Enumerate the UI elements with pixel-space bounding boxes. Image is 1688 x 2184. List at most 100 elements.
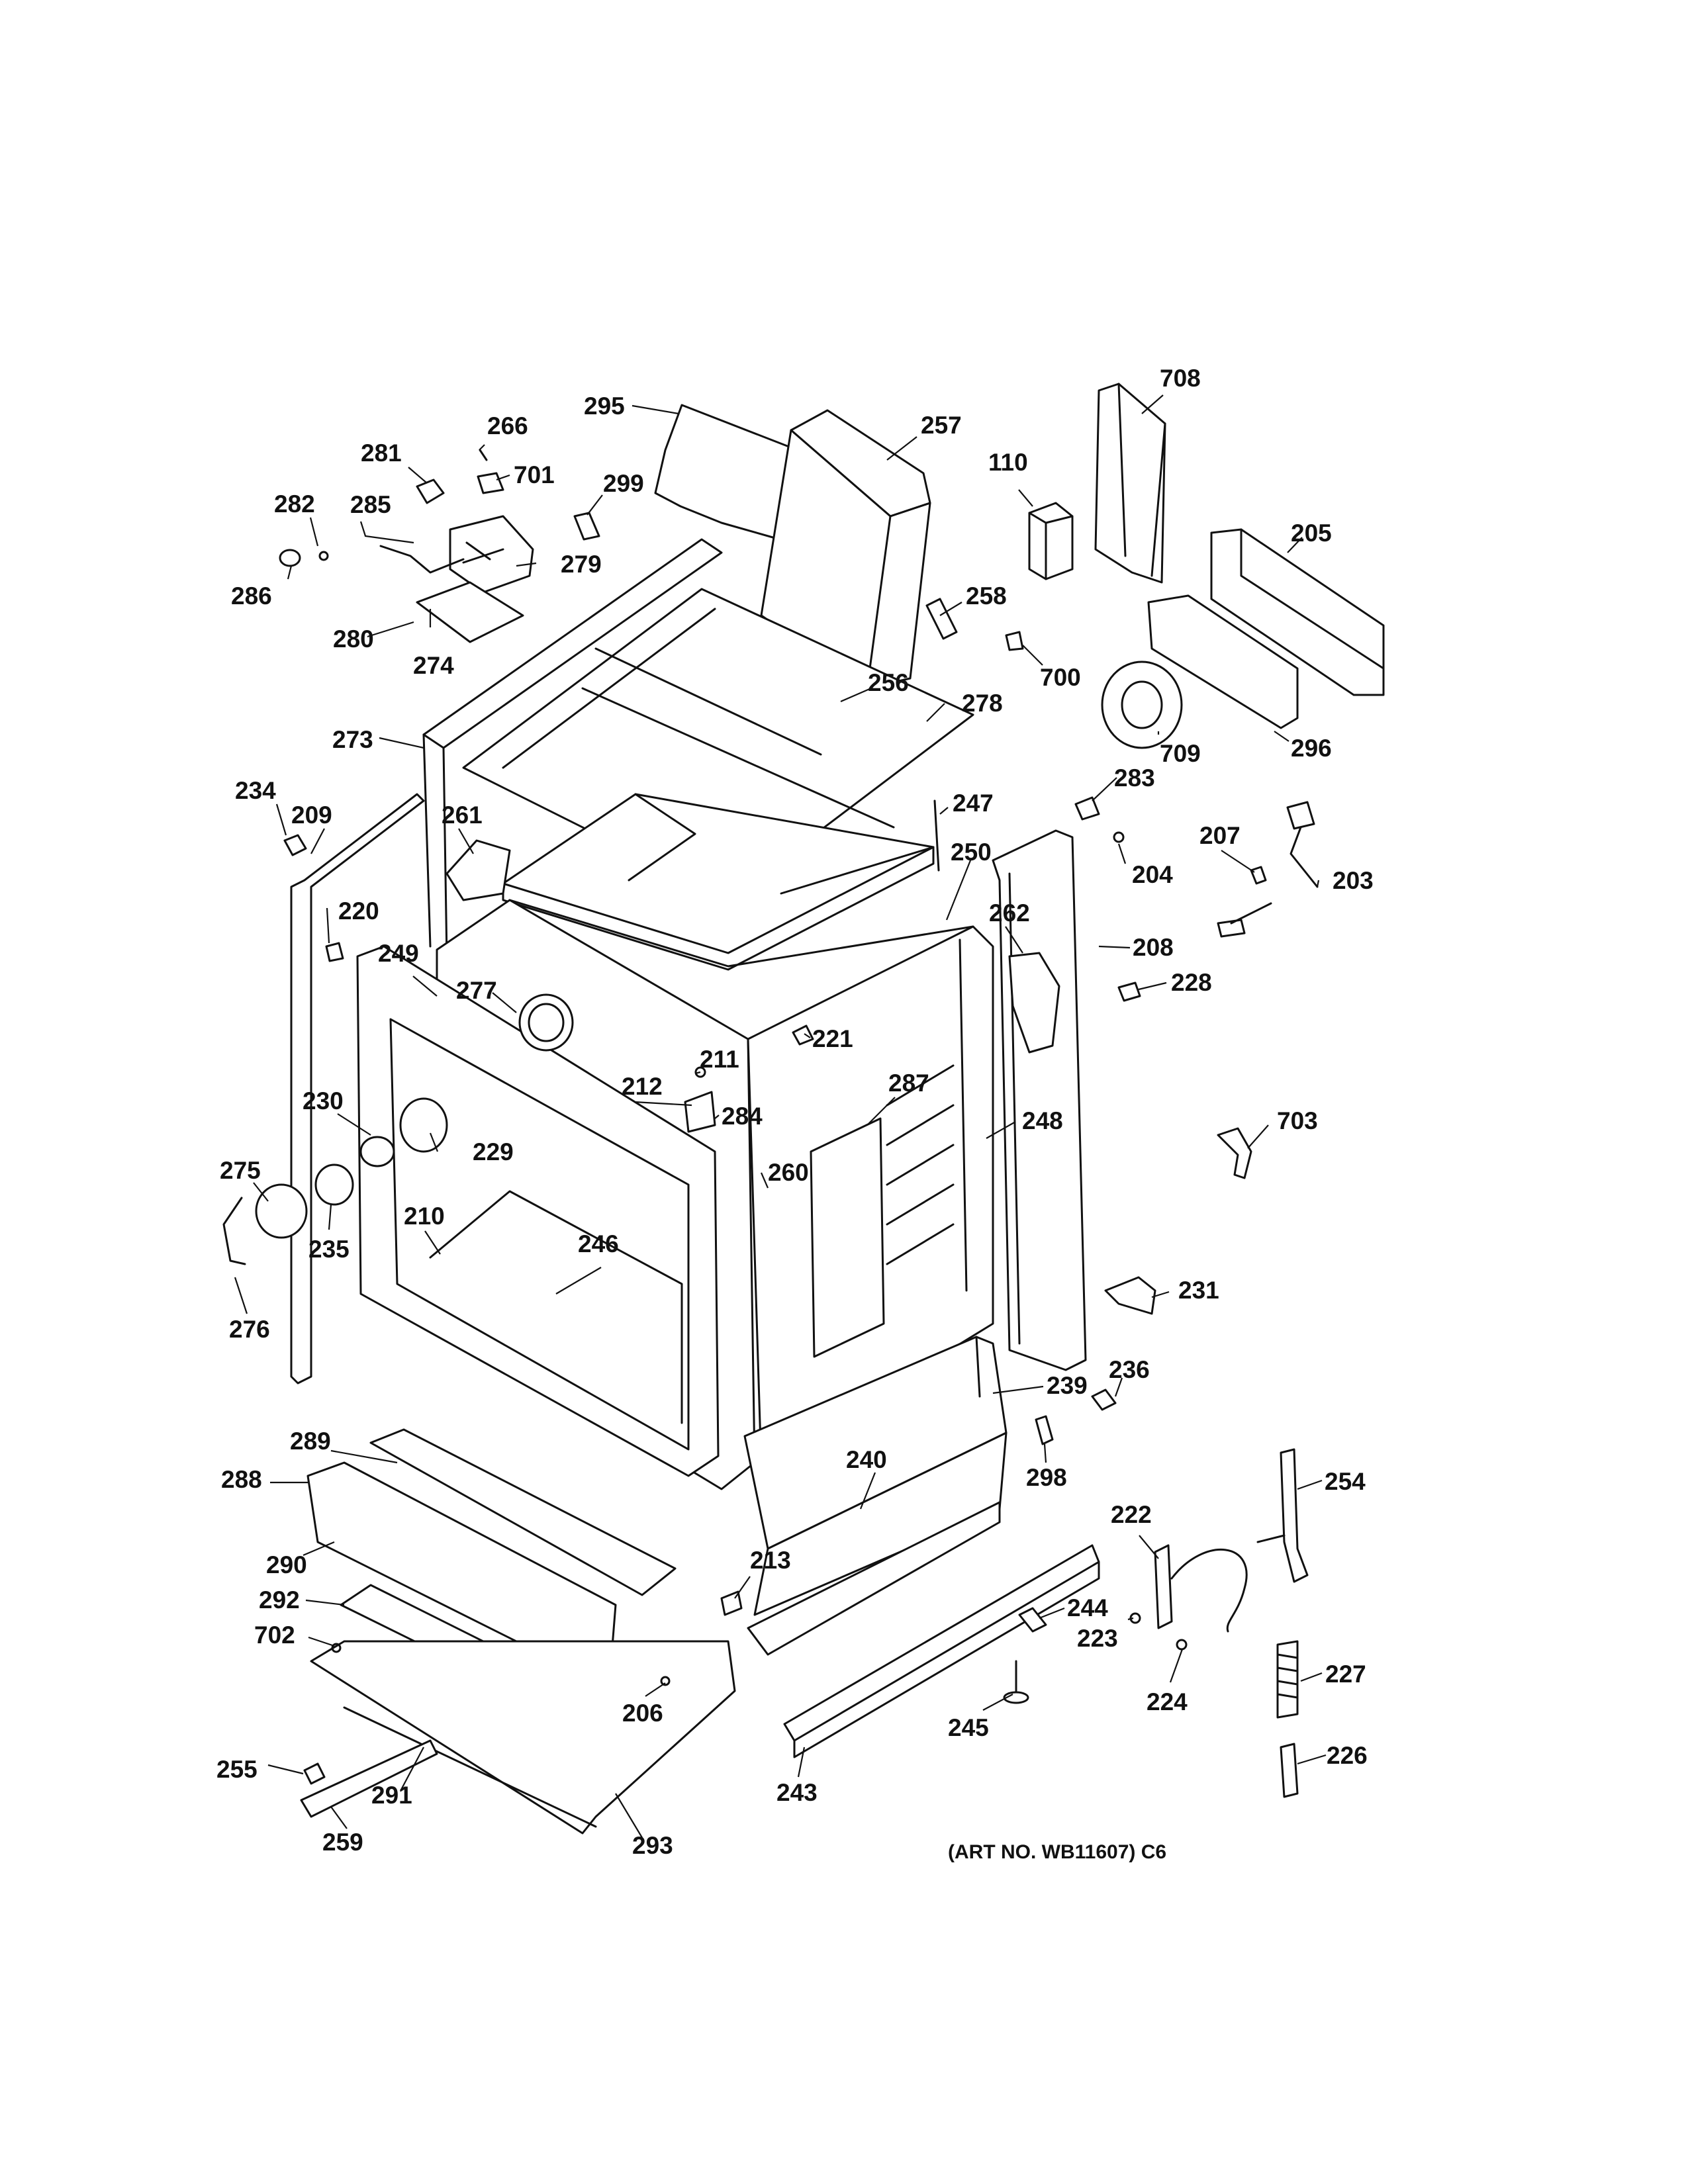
callout-298: 298 (1026, 1464, 1067, 1491)
callout-259: 259 (322, 1829, 363, 1856)
vent-ring-drawing (1101, 660, 1183, 749)
callout-289: 289 (290, 1428, 331, 1455)
small-hardware-top-drawing (279, 449, 600, 567)
callout-293: 293 (632, 1832, 673, 1859)
callout-240: 240 (846, 1446, 887, 1473)
rear-plate-drawing (1147, 594, 1299, 729)
callout-211: 211 (700, 1046, 739, 1073)
callout-287: 287 (888, 1069, 929, 1097)
inner-top-drawing (502, 793, 935, 971)
callout-231: 231 (1178, 1277, 1219, 1304)
callout-226: 226 (1327, 1742, 1368, 1769)
drawer-rail-drawing (747, 1501, 1100, 1758)
oven-body-drawing (356, 899, 994, 1490)
callout-290: 290 (266, 1551, 307, 1578)
callout-256: 256 (868, 669, 909, 696)
callout-205: 205 (1291, 520, 1332, 547)
callout-206: 206 (622, 1700, 663, 1727)
callout-234: 234 (235, 777, 276, 804)
callout-280: 280 (333, 625, 374, 653)
callout-204: 204 (1132, 861, 1173, 888)
leader-lines (234, 394, 1327, 1841)
callout-273: 273 (332, 726, 373, 753)
lamp-assembly-drawing (222, 1097, 448, 1265)
callout-262: 262 (989, 899, 1030, 927)
callout-257: 257 (921, 412, 962, 439)
callout-284: 284 (722, 1103, 763, 1130)
callout-248: 248 (1022, 1107, 1063, 1134)
callout-224: 224 (1147, 1688, 1188, 1715)
body-hardware-drawing (283, 796, 1319, 1411)
callout-222: 222 (1111, 1501, 1152, 1528)
callout-254: 254 (1325, 1468, 1366, 1495)
callout-709: 709 (1160, 740, 1201, 767)
callout-255: 255 (216, 1756, 258, 1783)
callout-260: 260 (768, 1159, 809, 1186)
callout-708: 708 (1160, 365, 1201, 392)
igniter-assembly-drawing (379, 515, 534, 643)
callout-220: 220 (338, 897, 379, 925)
callout-246: 246 (578, 1230, 619, 1257)
callout-703: 703 (1277, 1107, 1318, 1134)
top-frame-drawing (422, 538, 723, 961)
callout-275: 275 (220, 1157, 261, 1184)
callout-209: 209 (291, 801, 332, 829)
callout-279: 279 (561, 551, 602, 578)
callout-291: 291 (371, 1782, 412, 1809)
callout-282: 282 (274, 490, 315, 518)
callout-208: 208 (1133, 934, 1174, 961)
art-number: (ART NO. WB11607) C6 (948, 1841, 1166, 1863)
callout-261: 261 (442, 801, 483, 829)
callout-227: 227 (1325, 1661, 1366, 1688)
callout-274: 274 (413, 652, 454, 679)
vent-channel-drawing (1094, 383, 1166, 584)
callout-210: 210 (404, 1203, 445, 1230)
callout-203: 203 (1333, 867, 1374, 894)
callout-labels: 295 266 257 708 281 701 110 299 282 285 … (216, 365, 1374, 1859)
callout-243: 243 (776, 1779, 818, 1806)
callout-266: 266 (487, 412, 528, 439)
callout-292: 292 (259, 1586, 300, 1614)
callout-228: 228 (1171, 969, 1212, 996)
callout-296: 296 (1291, 735, 1332, 762)
rear-panel-drawing (1210, 528, 1385, 696)
callout-245: 245 (948, 1714, 989, 1741)
callout-299: 299 (603, 470, 644, 497)
callout-235: 235 (308, 1236, 350, 1263)
small-brackets-drawing (925, 598, 1024, 651)
callout-247: 247 (953, 790, 994, 817)
base-panels-drawing (300, 1428, 743, 1835)
callout-278: 278 (962, 690, 1003, 717)
switch-box-drawing (1028, 502, 1074, 580)
callout-277: 277 (456, 977, 497, 1004)
callout-286: 286 (231, 582, 272, 610)
callout-283: 283 (1114, 764, 1155, 792)
callout-244: 244 (1067, 1594, 1108, 1621)
callout-212: 212 (622, 1073, 663, 1100)
callout-285: 285 (350, 491, 391, 518)
callout-281: 281 (361, 439, 402, 467)
callout-221: 221 (812, 1025, 853, 1052)
callout-223: 223 (1077, 1625, 1118, 1652)
callout-213: 213 (750, 1547, 791, 1574)
callout-701: 701 (514, 461, 555, 488)
callout-110: 110 (988, 449, 1028, 476)
callout-276: 276 (229, 1316, 270, 1343)
callout-702: 702 (254, 1621, 295, 1649)
callout-207: 207 (1199, 822, 1241, 849)
callout-230: 230 (303, 1087, 344, 1115)
callout-258: 258 (966, 582, 1007, 610)
insulation-block-drawing (445, 839, 511, 901)
callout-236: 236 (1109, 1356, 1150, 1383)
callout-288: 288 (221, 1466, 262, 1493)
left-rail-drawing (290, 793, 425, 1385)
callout-249: 249 (378, 940, 419, 967)
callout-250: 250 (951, 839, 992, 866)
callout-700: 700 (1040, 664, 1081, 691)
callout-229: 229 (473, 1138, 514, 1165)
side-bracket-drawing (1008, 952, 1060, 1054)
callout-295: 295 (584, 392, 625, 420)
lower-body-drawing (743, 1336, 1008, 1616)
callout-239: 239 (1047, 1372, 1088, 1399)
